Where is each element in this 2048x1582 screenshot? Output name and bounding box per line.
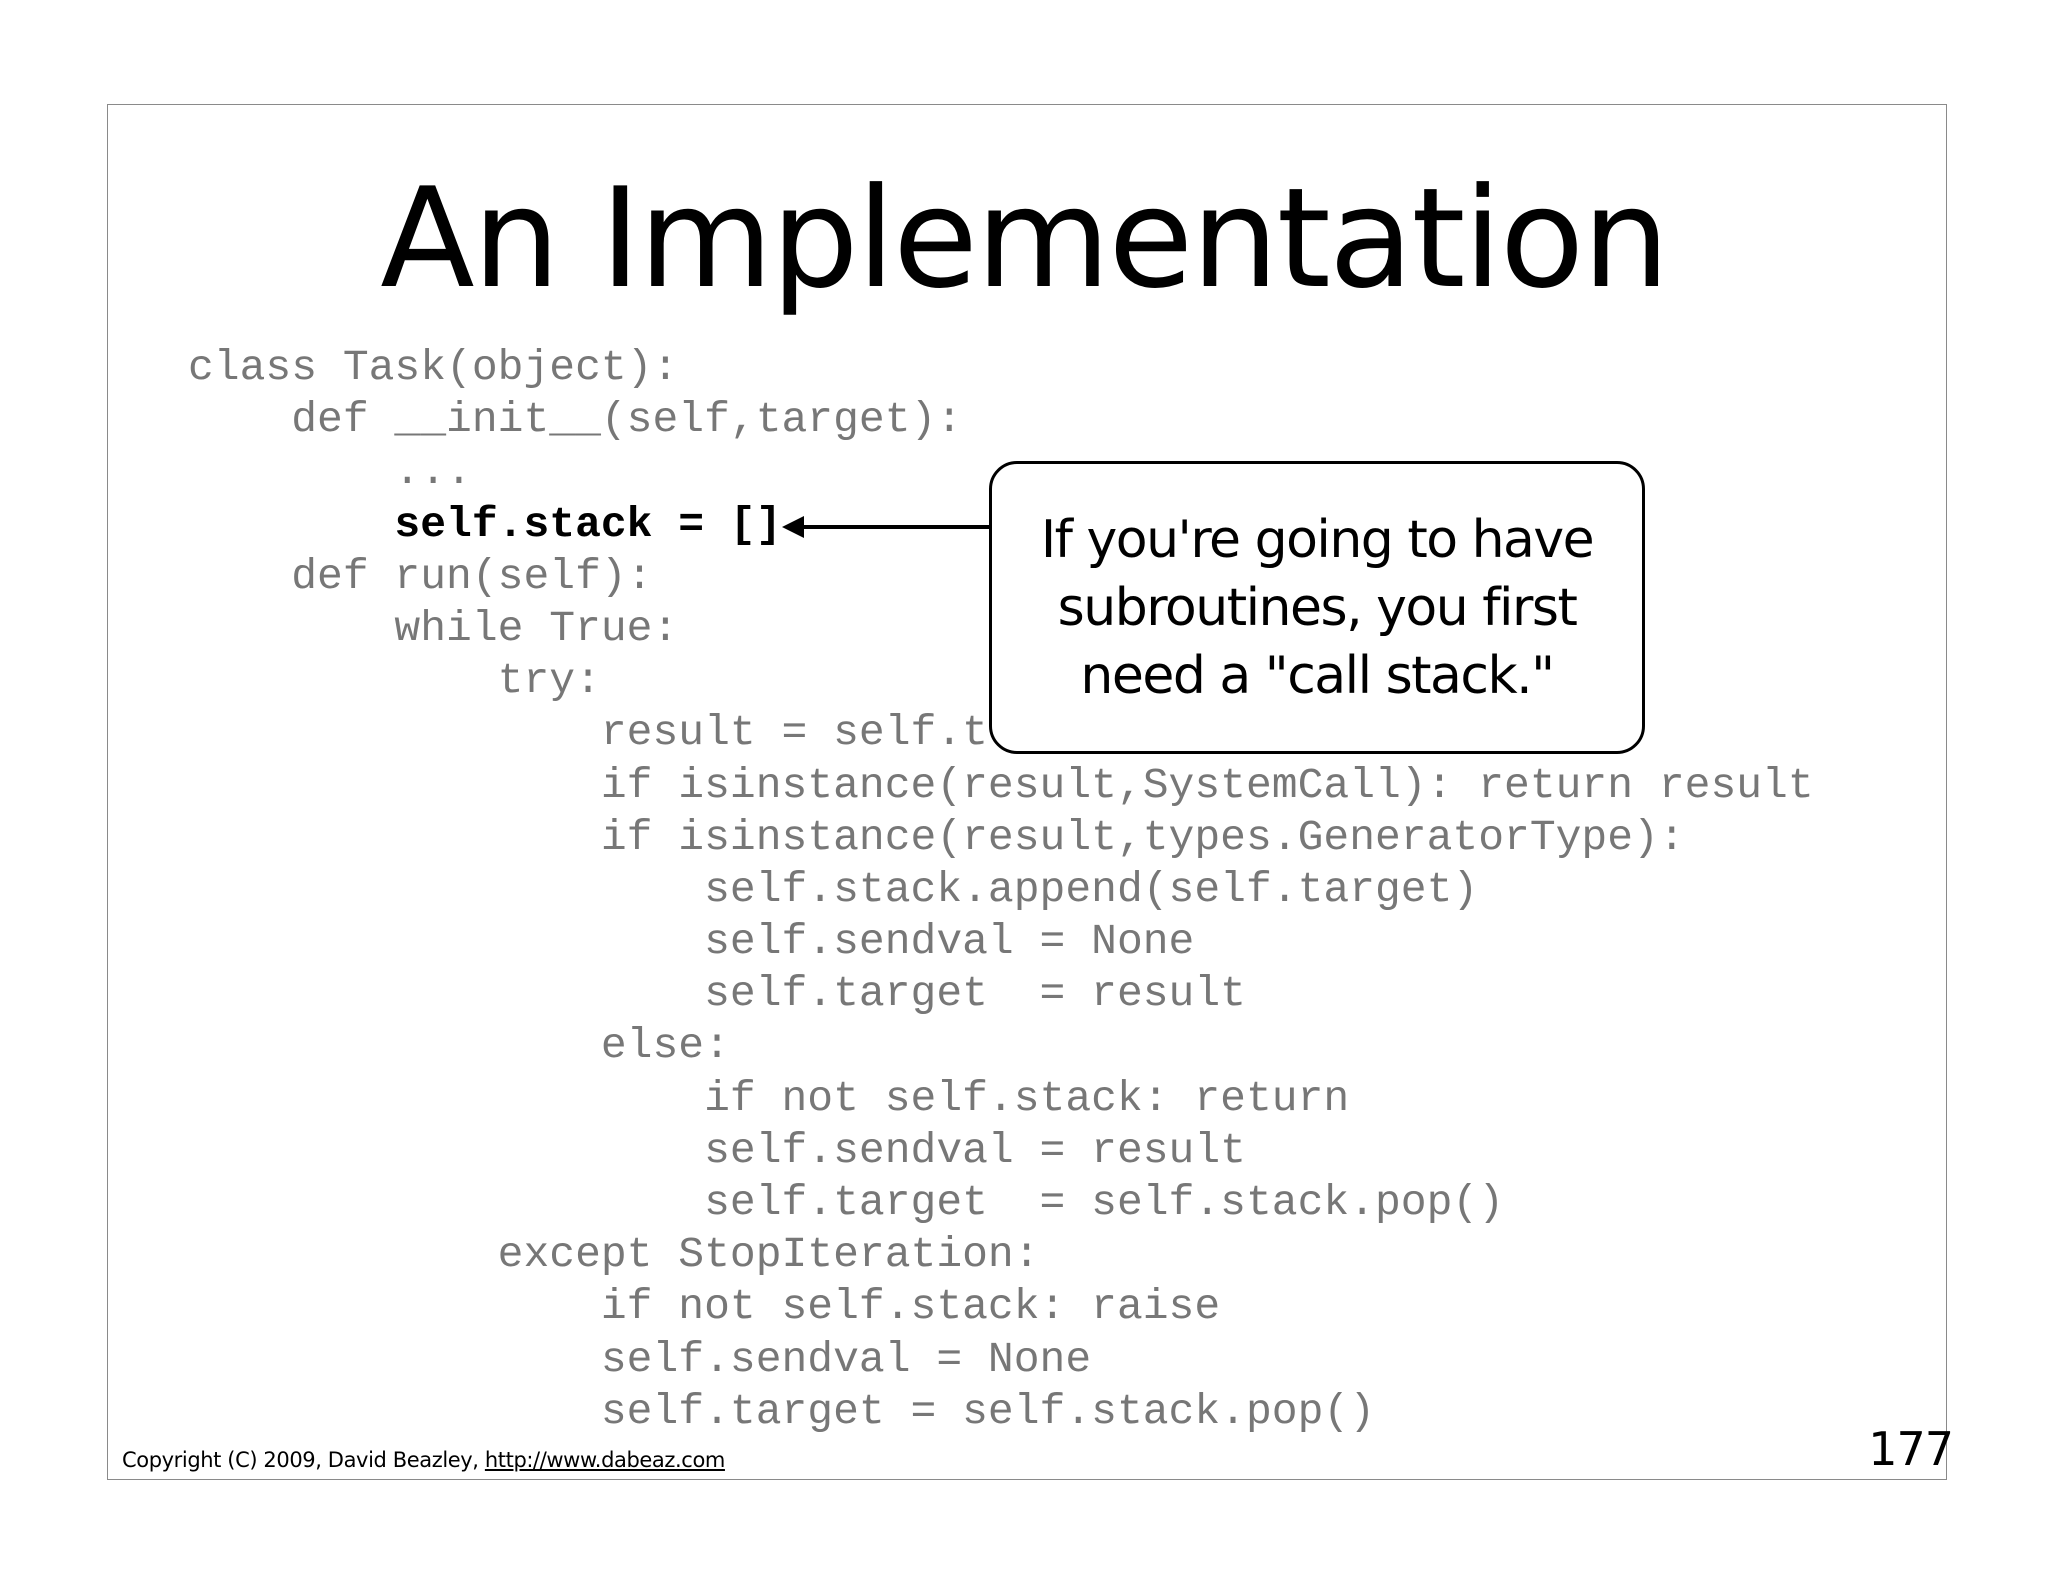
- slide-frame: [107, 104, 1947, 1480]
- footer-link[interactable]: http://www.dabeaz.com: [484, 1448, 725, 1472]
- code-line: def __init__(self,target):: [188, 395, 963, 445]
- code-line: if isinstance(result,SystemCall): return…: [188, 760, 1814, 810]
- code-line: if isinstance(result,types.GeneratorType…: [188, 812, 1685, 862]
- code-line: ...: [188, 447, 472, 497]
- code-line: self.sendval = result: [188, 1125, 1246, 1175]
- callout-box: If you're going to have subroutines, you…: [989, 461, 1645, 754]
- code-line: self.sendval = None: [188, 917, 1195, 967]
- code-line: except StopIteration:: [188, 1230, 1040, 1280]
- page-number: 177: [1868, 1422, 1954, 1476]
- code-line: try:: [188, 656, 601, 706]
- code-line: class Task(object):: [188, 343, 679, 392]
- callout-text: If you're going to have subroutines, you…: [1040, 509, 1595, 706]
- callout-arrow: [782, 516, 1004, 538]
- copyright-text: Copyright (C) 2009, David Beazley,: [122, 1448, 485, 1472]
- code-line: else:: [188, 1021, 730, 1071]
- code-line: if not self.stack: raise: [188, 1282, 1221, 1332]
- code-line: while True:: [188, 603, 679, 653]
- code-line: self.target = self.stack.pop(): [188, 1386, 1375, 1436]
- code-line: self.target = result: [188, 969, 1246, 1019]
- code-block: class Task(object): def __init__(self,ta…: [188, 342, 1814, 1438]
- code-line: self.target = self.stack.pop(): [188, 1178, 1505, 1227]
- code-line: self.sendval = None: [188, 1334, 1092, 1384]
- code-line: result = self.t: [188, 708, 988, 758]
- copyright-footer: Copyright (C) 2009, David Beazley, http:…: [122, 1448, 725, 1472]
- slide-title: An Implementation: [380, 158, 1670, 319]
- code-line-highlighted: self.stack = []: [188, 499, 782, 549]
- code-line: if not self.stack: return: [188, 1073, 1350, 1123]
- code-line: def run(self):: [188, 551, 653, 601]
- code-line: self.stack.append(self.target): [188, 864, 1479, 914]
